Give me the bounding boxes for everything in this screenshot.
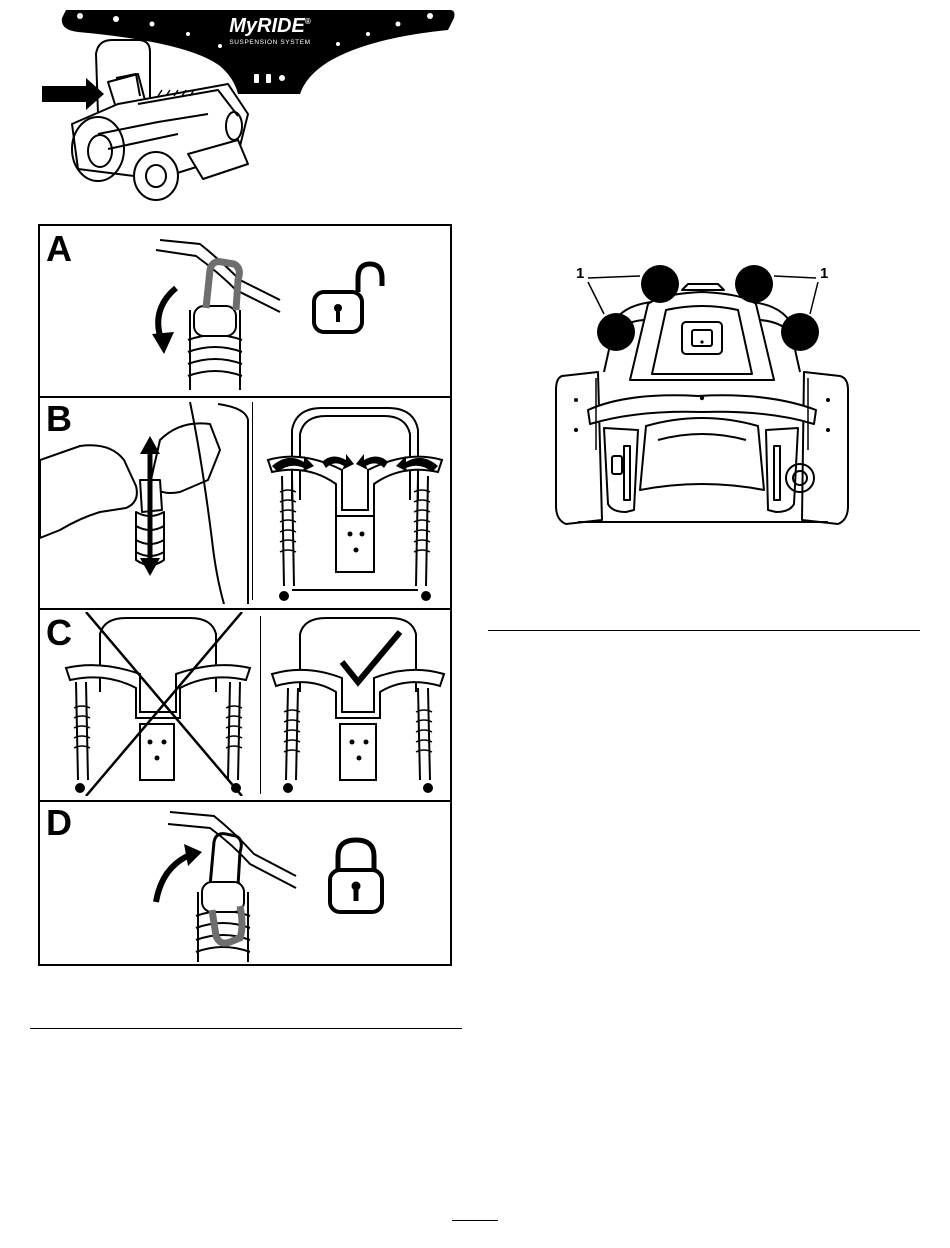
panel-a: A [40,226,450,398]
panel-b: B [40,396,450,610]
page-footer-rule [452,1220,498,1221]
adjustment-steps-frame: A B [38,224,452,966]
callout-label-left: 1 [576,265,584,282]
svg-text:MyRIDE®: MyRIDE® [229,15,311,37]
callout-circle [781,313,819,351]
hand-adjusting-illustration [40,400,250,604]
panel-divider [260,616,261,794]
panel-letter-d: D [46,802,72,844]
rear-view-figure: 1 1 [548,250,858,530]
shock-lever-lock-illustration [140,806,300,962]
shock-lever-unlock-illustration [130,230,290,390]
unlocked-padlock-icon [306,260,386,340]
decal-brand: MyRIDE [229,15,305,37]
rotate-arrow-icon [152,332,174,354]
decal-subtitle: SUSPENSION SYSTEM [229,39,310,46]
panel-c: C [40,608,450,802]
figure-rule-right [488,630,920,631]
locked-padlock-icon [326,836,386,916]
figure-rule-left [30,1028,462,1029]
panel-d: D [40,800,450,964]
panel-letter-a: A [46,228,72,270]
panel-divider [252,402,253,600]
correct-even-setting-illustration [266,612,450,796]
incorrect-uneven-setting-illustration [60,612,256,796]
mower-rear-view-illustration: 1 1 [548,250,858,530]
seat-front-adjust-illustration [262,400,448,604]
rotate-arrow-icon [184,844,202,866]
callout-circle [735,265,773,303]
callout-circle [641,265,679,303]
mower-overview-illustration: MyRIDE® SUSPENSION SYSTEM [38,4,458,214]
callout-label-right: 1 [820,265,828,282]
pointer-arrow-icon [42,78,104,110]
callout-circle [597,313,635,351]
